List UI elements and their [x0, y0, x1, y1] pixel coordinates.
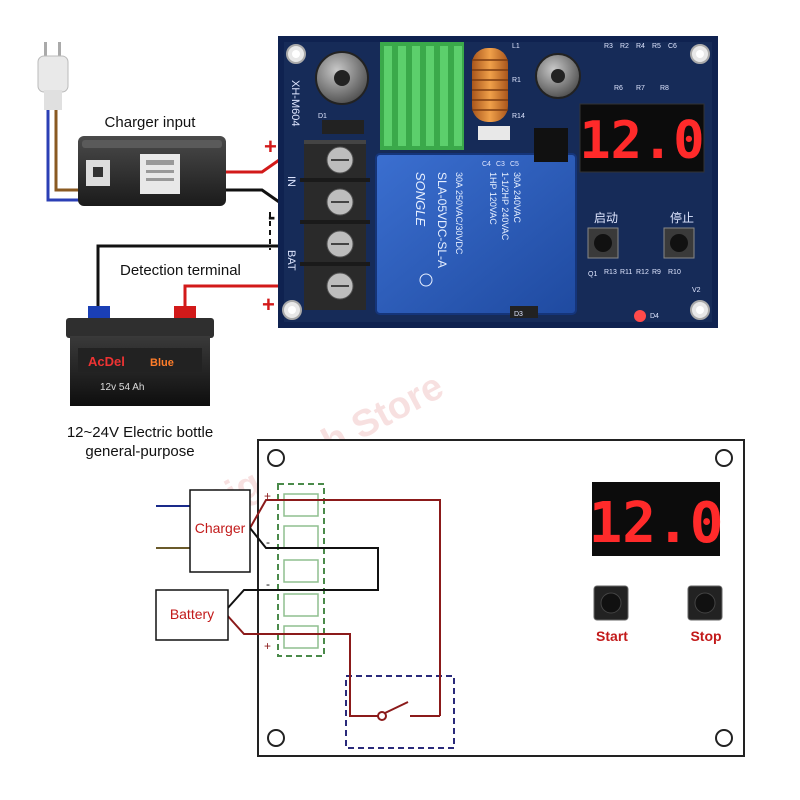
component-label-d1: D1: [318, 113, 327, 120]
terminal-block: [300, 140, 370, 310]
ac-plug-icon: [37, 42, 69, 110]
component-label-r7: R7: [636, 85, 645, 92]
battery-plus-sign: +: [262, 292, 275, 317]
relay: SONGLE SLA-05VDC-SL-A 30A 250VAC/30VDC 1…: [375, 153, 577, 315]
component-label-d4: D4: [650, 313, 659, 320]
relay-spec-4: 30A 240VAC: [512, 172, 522, 223]
battery-caption-line1: 12~24V Electric bottle: [67, 424, 213, 441]
component-label-r14: R14: [512, 113, 525, 120]
schematic-terminal-block: [277, 483, 325, 657]
component-label-r2: R2: [620, 43, 629, 50]
component-label-d3: D3: [514, 311, 523, 318]
component-label-v2: V2: [692, 287, 701, 294]
schematic-relay-box: [345, 675, 455, 749]
schematic-start-button: [593, 585, 629, 621]
board-stop-label-cn: 停止: [670, 210, 694, 225]
terminal-in-label: IN: [285, 176, 297, 187]
ic-chip: [534, 128, 568, 162]
component-label-l1: L1: [512, 43, 520, 50]
component-label-r6: R6: [614, 85, 623, 92]
component-label-r5: R5: [652, 43, 661, 50]
schematic-stop-button: [687, 585, 723, 621]
schematic-display: 12.0: [589, 482, 724, 556]
schematic-wires: [156, 499, 441, 717]
charger-box: [189, 489, 251, 573]
board-display: 12.0: [579, 103, 705, 173]
component-label-c5: C5: [510, 161, 519, 168]
relay-spec-1: 30A 250VAC/30VDC: [454, 172, 464, 255]
battery-brand-1: AcDel: [88, 354, 125, 369]
terminal-bat-label: BAT: [285, 250, 297, 271]
schem-minus-2: -: [266, 577, 270, 591]
charger-plus-sign: +: [264, 134, 277, 159]
schem-plus-1: +: [264, 489, 271, 503]
battery-brand-2: Blue: [150, 357, 174, 369]
board-stop-button: [663, 227, 695, 259]
component-label-r4: R4: [636, 43, 645, 50]
component-label-r9: R9: [652, 269, 661, 276]
board-start-button: [587, 227, 619, 259]
car-battery: AcDel Blue 12v 54 Ah: [66, 306, 214, 406]
stop-label: Stop: [690, 628, 721, 644]
battery-spec: 12v 54 Ah: [100, 382, 144, 393]
diode-d3: [510, 306, 538, 318]
component-label-r8: R8: [660, 85, 669, 92]
component-label-r12: R12: [636, 269, 649, 276]
component-label-r13: R13: [604, 269, 617, 276]
relay-switch: [354, 701, 440, 721]
component-label-r1: R1: [512, 77, 521, 84]
battery-wires: [96, 244, 310, 318]
board-start-label-cn: 启动: [594, 211, 618, 225]
component-label-c3: C3: [496, 161, 505, 168]
relay-brand: SONGLE: [413, 172, 428, 227]
detection-terminal-label: Detection terminal: [120, 262, 241, 279]
component-label-c4: C4: [482, 161, 491, 168]
relay-model: SLA-05VDC-SL-A: [435, 172, 449, 268]
charger-input-label: Charger input: [105, 114, 197, 131]
diode-d1: [322, 120, 364, 134]
component-label-r10: R10: [668, 269, 681, 276]
schem-minus-1: -: [266, 535, 270, 549]
board-model-label: XH-M604: [289, 80, 301, 126]
component-label-q1: Q1: [588, 271, 597, 278]
charger-device: [78, 136, 226, 206]
pcb-board: XH-M604 IN BAT: [278, 36, 718, 328]
component-label-r3: R3: [604, 43, 613, 50]
board-display-value: 12.0: [579, 111, 704, 171]
schem-plus-2: +: [264, 639, 271, 653]
led-d4: [634, 310, 646, 322]
battery-box-label: Battery: [170, 606, 214, 622]
relay-spec-3: 1-1/2HP 240VAC: [500, 172, 510, 241]
inductor-coil: [472, 48, 508, 122]
charger-box-label: Charger: [195, 520, 246, 536]
component-label-c6: C6: [668, 43, 677, 50]
heatsink: [380, 42, 464, 150]
component-label-r11: R11: [620, 269, 632, 276]
schematic-display-value: 12.0: [589, 491, 724, 556]
battery-box: [155, 589, 229, 641]
charger-minus-sign: -: [268, 204, 275, 229]
relay-spec-2: 1HP 120VAC: [488, 172, 498, 225]
battery-caption-line2: general-purpose: [85, 443, 194, 460]
start-label: Start: [596, 628, 628, 644]
header-pins: [478, 126, 510, 140]
